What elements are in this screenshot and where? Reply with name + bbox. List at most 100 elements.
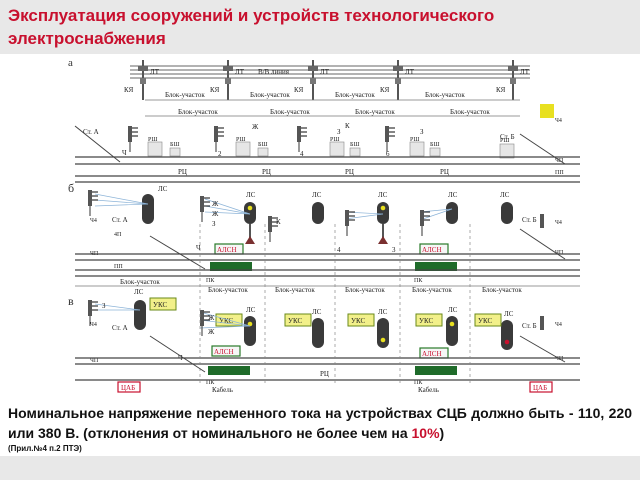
block-section-b6: Блок-участок [482,286,522,294]
panel-label-b: б [68,181,74,195]
ch4-label-v: Ч4 [90,322,97,328]
zh-label-v2: Ж [208,328,215,336]
vl-line-label: В/В линия [258,68,290,76]
alsn-label-v2: АЛСН [422,350,442,358]
rc-label-a3: РЦ [345,168,354,176]
bsh-label-2: БШ [258,142,268,148]
power-supply-diagram: а б в В/В линия ЛТ ЛТ ЛТ ЛТ ЛТ КЯ КЯ КЯ … [68,57,580,394]
slide-title: Эксплуатация сооружений и устройств техн… [8,6,495,48]
kya-label-4: КЯ [380,86,390,94]
ch4-label-b2: Ч4 [555,220,562,226]
ls-label-b6: ЛС [500,191,510,199]
uks-label-v1: УКС [153,301,167,309]
k-label-a1: К [345,122,350,130]
block-section-a5: Блок-участок [178,108,218,116]
st-a-label-b: Ст. А [112,216,128,224]
uks-label-v4: УКС [351,317,365,325]
kya-label-5: КЯ [496,86,506,94]
pp-label-a: ПП [555,170,564,176]
k-label-b1: К [276,218,281,226]
station-b-label-a: Ст. Б [500,133,515,141]
bsh-label-4: БШ [430,142,440,148]
z-label-b1: З [212,220,216,228]
st-b-label-b: Ст. Б [522,216,537,224]
ls-label-b3: ЛС [312,191,322,199]
ls-label-b2: ЛС [246,191,256,199]
ch4-label-b: Ч4 [90,218,97,224]
ls-label-v5: ЛС [448,306,458,314]
voltage-caption: Номинальное напряжение переменного тока … [8,403,632,443]
zh-label-a1: Ж [252,123,259,131]
station-a-label-a: Ст. А [83,128,99,136]
panel-v: ЛС ЛС ЛС ЛС ЛС ЛС УКС УКС УКС УКС УКС УК… [75,224,580,394]
ch4-label-v2: Ч4 [555,322,562,328]
uks-label-v2: УКС [219,317,233,325]
num-4-b: 4 [337,246,341,254]
bsh-label-1: БШ [170,142,180,148]
footnote: (Прил.№4 п.2 ПТЭ) [8,444,82,453]
rsh-label-5: РШ [500,138,509,144]
pk-label-v2: ПК [414,380,423,386]
st-b-label-v: Ст. Б [522,322,537,330]
chp-label-b2: ЧП [555,250,564,256]
lt-label-1: ЛТ [150,68,160,76]
caption-main-text: Номинальное напряжение переменного тока … [8,405,632,441]
block-section-a4: Блок-участок [425,91,465,99]
block-section-b1: Блок-участок [120,278,160,286]
rsh-label-1: РШ [148,137,157,143]
panel-label-v: в [68,294,74,308]
pk-label-v1: ПК [206,380,215,386]
kya-label-1: КЯ [124,86,134,94]
kya-label-3: КЯ [294,86,304,94]
zh-label-v1: Ж [208,314,215,322]
caption-highlight: 10% [411,425,440,441]
block-section-a7: Блок-участок [355,108,395,116]
num-6-a: 6 [386,150,390,158]
cab-label-v1: ЦАБ [121,384,135,392]
ls-label-v3: ЛС [312,308,322,316]
block-section-a6: Блок-участок [270,108,310,116]
block-section-b5: Блок-участок [412,286,452,294]
ch-label-a: Ч [122,149,127,157]
p4-label-b: 4П [114,232,122,238]
num-2-a: 2 [218,150,222,158]
block-section-b3: Блок-участок [275,286,315,294]
chp-label-v: ЧП [90,358,99,364]
block-section-a2: Блок-участок [250,91,290,99]
rc-label-a4: РЦ [440,168,449,176]
pp-label-b: ПП [114,264,123,270]
pk-label-b2: ПК [414,278,423,284]
alsn-label-v1: АЛСН [214,348,234,356]
kya-label-2: КЯ [210,86,220,94]
cab-label-v2: ЦАБ [533,384,547,392]
caption-end: ) [439,425,445,441]
ls-label-b4: ЛС [378,191,388,199]
lt-label-5: ЛТ [520,68,530,76]
z-label-v1: З [102,302,106,310]
slide-footer [0,456,640,480]
rsh-label-2: РШ [236,137,245,143]
cable-label-v1: Кабель [212,386,233,394]
block-section-b4: Блок-участок [345,286,385,294]
alsn-label-b1: АЛСН [217,246,237,254]
block-section-b2: Блок-участок [208,286,248,294]
uks-label-v5: УКС [419,317,433,325]
st-a-label-v: Ст. А [112,324,128,332]
ls-label-v6: ЛС [504,310,514,318]
ch4-label-a: Ч4 [555,118,562,124]
lt-label-2: ЛТ [235,68,245,76]
num-4-a: 4 [300,150,304,158]
uks-label-v6: УКС [478,317,492,325]
cable-label-v2: Кабель [418,386,439,394]
alsn-label-b2: АЛСН [422,246,442,254]
panel-label-a: а [68,57,73,69]
pk-label-b1: ПК [206,278,215,284]
block-section-a8: Блок-участок [450,108,490,116]
bsh-label-3: БШ [350,142,360,148]
slide-header: Эксплуатация сооружений и устройств техн… [0,0,640,54]
rsh-label-4: РШ [410,137,419,143]
lt-label-4: ЛТ [405,68,415,76]
block-section-a1: Блок-участок [165,91,205,99]
z-label-a2: З [420,128,424,136]
rsh-label-3: РШ [330,137,339,143]
